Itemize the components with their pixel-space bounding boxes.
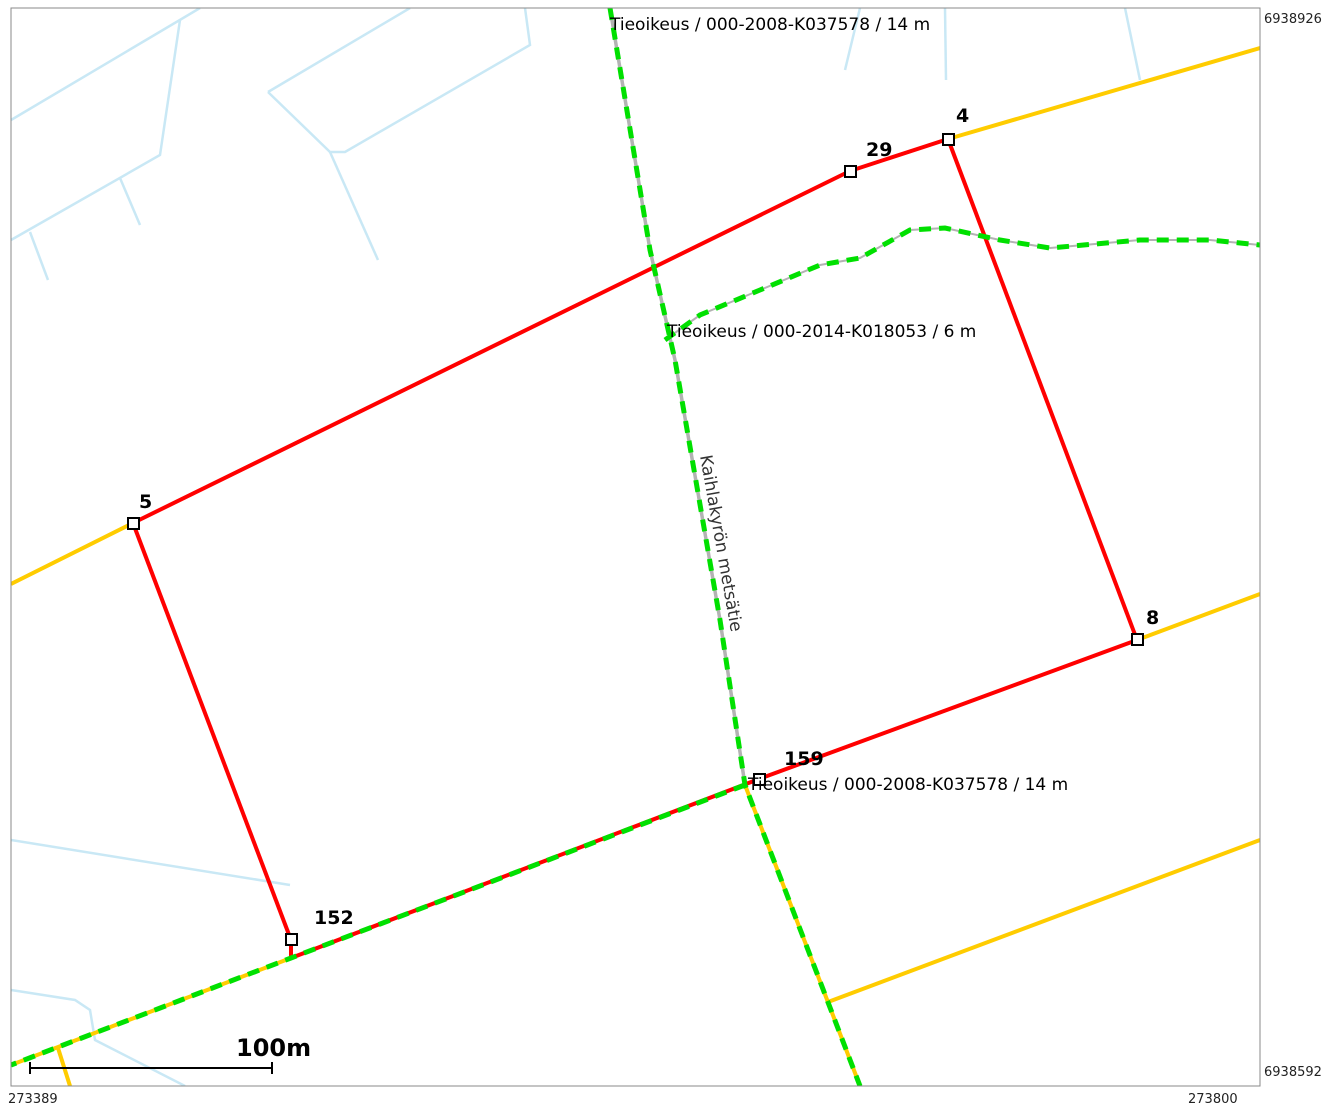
access-right-south	[11, 782, 746, 1068]
vertex-marker-8[interactable]	[1131, 633, 1144, 646]
stream	[118, 177, 142, 226]
point-label-5: 5	[139, 491, 152, 513]
access-label-bottom: Tieoikeus / 000-2008-K037578 / 14 m	[747, 775, 1068, 795]
stream	[11, 19, 182, 242]
access-right-main	[607, 8, 863, 1086]
scale-bar-label: 100m	[236, 1034, 311, 1062]
access-label-middle: Tieoikeus / 000-2014-K018053 / 6 m	[666, 322, 976, 342]
point-label-159: 159	[784, 748, 824, 770]
boundary-segment	[131, 522, 293, 941]
vertex-markers	[127, 133, 1144, 946]
vertex-marker-29[interactable]	[844, 165, 857, 178]
stream	[328, 151, 380, 261]
point-label-29: 29	[866, 139, 892, 161]
point-label-152: 152	[314, 907, 354, 929]
property-line	[11, 521, 134, 586]
point-label-4: 4	[956, 105, 969, 127]
coord-ymax: 6938926	[1264, 12, 1322, 27]
boundary-segment	[132, 169, 851, 525]
access-right-branch	[663, 225, 1260, 343]
stream	[267, 8, 411, 94]
stream	[267, 8, 532, 154]
vertex-marker-4[interactable]	[942, 133, 955, 146]
stream	[11, 838, 291, 887]
scale-bar: 100m	[29, 1034, 311, 1074]
stream	[843, 8, 862, 71]
map-background	[11, 8, 1260, 1086]
stream	[1123, 8, 1142, 81]
coord-ymin: 6938592	[1264, 1065, 1322, 1080]
property-line	[827, 838, 1260, 1004]
stream	[11, 8, 201, 122]
property-line	[11, 956, 292, 1067]
access-rights	[11, 8, 1260, 1086]
coord-xmin: 273389	[8, 1092, 58, 1107]
vertex-marker-159[interactable]	[753, 773, 766, 786]
access-label-top: Tieoikeus / 000-2008-K037578 / 14 m	[609, 15, 930, 35]
water-features	[11, 8, 1142, 1086]
map-frame-border	[10, 7, 1261, 1087]
property-line	[1136, 592, 1260, 642]
boundary-segment	[849, 137, 949, 173]
stream	[11, 988, 186, 1086]
boundary-segment	[946, 138, 1139, 641]
stream	[943, 8, 948, 81]
property-line	[947, 46, 1260, 141]
coord-xmax: 273800	[1188, 1092, 1238, 1107]
boundary-segment	[758, 638, 1138, 781]
vertex-marker-5[interactable]	[127, 517, 140, 530]
point-label-8: 8	[1146, 607, 1159, 629]
stream	[28, 231, 50, 281]
vertex-marker-152[interactable]	[285, 933, 298, 946]
